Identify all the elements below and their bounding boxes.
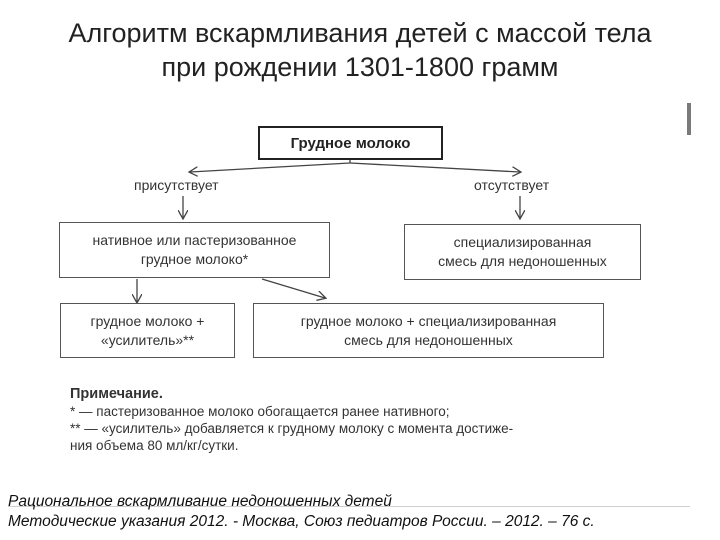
title-line-1: Алгоритм вскармливания детей с массой те… (68, 18, 652, 48)
milk-plus-formula-box: грудное молоко + специализированная смес… (253, 303, 604, 358)
mix-line-1: грудное молоко + специализированная (300, 312, 557, 329)
divider-line (8, 506, 690, 507)
footnote-heading: Примечание. (70, 386, 163, 402)
formula-line-1: специализированная (453, 234, 592, 250)
scroll-marker (687, 103, 691, 135)
slide-title: Алгоритм вскармливания детей с массой те… (0, 16, 720, 84)
arrow-to-absent (349, 162, 520, 172)
breast-milk-label: Грудное молоко (290, 134, 411, 152)
branch-absent-label: отсутствует (474, 177, 550, 193)
fortifier-line-1: грудное молоко + (90, 312, 205, 329)
branch-present-label: присутствует (134, 177, 219, 193)
footnote-block: Примечание. * — пастеризованное молоко о… (70, 386, 670, 454)
native-line-1: нативное или пастеризованное (92, 232, 297, 248)
breast-milk-box: Грудное молоко (258, 126, 443, 160)
arrow-native-to-mix (261, 278, 325, 298)
footnote-line-3: ния объема 80 мл/кг/сутки. (70, 438, 239, 453)
source-line-2: Методические указания 2012. - Москва, Со… (8, 513, 595, 530)
mix-line-2: смесь для недоношенных (344, 331, 513, 348)
source-line-1: Рациональное вскармливание недоношенных … (8, 493, 392, 510)
native-or-pasteurized-box: нативное или пастеризованное грудное мол… (59, 222, 330, 278)
fortifier-line-2: «усилитель»** (100, 331, 195, 348)
arrow-to-present (190, 162, 351, 172)
title-line-2: при рождении 1301-1800 грамм (161, 52, 559, 82)
specialized-formula-box: специализированная смесь для недоношенны… (404, 224, 641, 280)
footnote-line-2: ** — «усилитель» добавляется к грудному … (70, 421, 514, 436)
formula-line-2: смесь для недоношенных (438, 253, 607, 269)
milk-plus-fortifier-box: грудное молоко + «усилитель»** (60, 303, 235, 358)
native-line-2: грудное молоко* (140, 251, 249, 267)
footnote-line-1: * — пастеризованное молоко обогащается р… (70, 404, 450, 419)
source-citation: Рациональное вскармливание недоношенных … (8, 492, 718, 532)
